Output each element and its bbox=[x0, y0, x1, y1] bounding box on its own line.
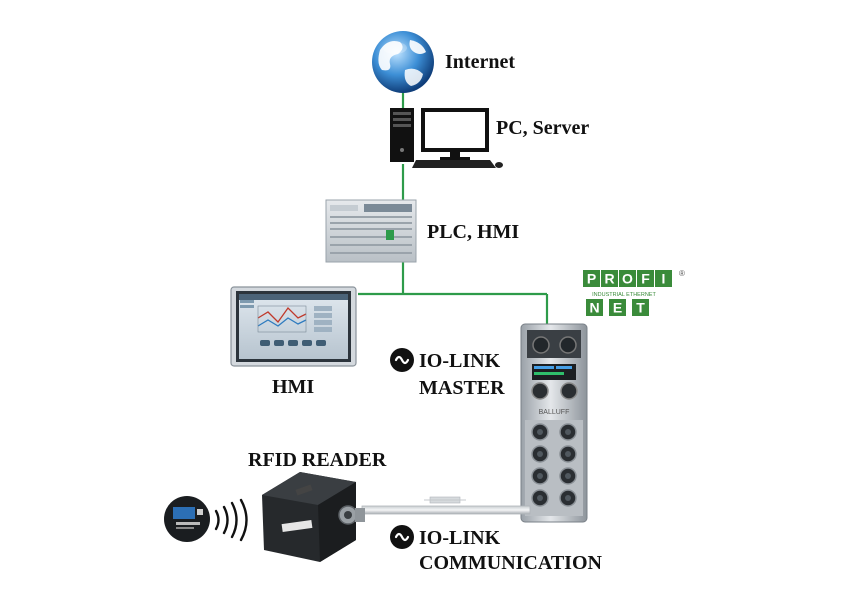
master-port-pin bbox=[537, 451, 543, 457]
profinet-registered-mark: ® bbox=[679, 269, 685, 278]
master-brand-text: BALLUFF bbox=[539, 409, 570, 416]
label-rfid-reader: RFID READER bbox=[248, 449, 387, 471]
profinet-letter: E bbox=[613, 300, 622, 316]
pc-server-icon bbox=[390, 108, 503, 168]
master-port-pin bbox=[537, 473, 543, 479]
master-port-pin bbox=[565, 429, 571, 435]
profinet-letter: R bbox=[604, 271, 614, 287]
plc-device-icon bbox=[325, 199, 417, 263]
profinet-letter: T bbox=[636, 300, 645, 316]
profinet-letter: I bbox=[662, 271, 666, 287]
master-port-pin bbox=[537, 429, 543, 435]
master-port-pin bbox=[565, 473, 571, 479]
profinet-letter-box bbox=[632, 299, 649, 316]
profinet-letter-box bbox=[583, 270, 600, 287]
label-internet: Internet bbox=[445, 51, 515, 73]
profinet-letter: N bbox=[589, 300, 599, 316]
master-port-pin bbox=[537, 495, 543, 501]
profinet-letter: F bbox=[641, 271, 650, 287]
label-pc-server: PC, Server bbox=[496, 117, 590, 139]
network-lines bbox=[358, 92, 549, 332]
profinet-letter-box bbox=[601, 270, 618, 287]
iolink-cable bbox=[361, 496, 531, 515]
profinet-letter: O bbox=[622, 271, 633, 287]
rfid-tag-icon bbox=[164, 496, 210, 542]
label-iolink-communication-line2: COMMUNICATION bbox=[419, 552, 602, 574]
master-port-pin bbox=[565, 495, 571, 501]
label-hmi: HMI bbox=[272, 376, 315, 398]
master-port-grid bbox=[531, 423, 577, 507]
profinet-letter-box bbox=[609, 299, 626, 316]
hmi-panel-icon bbox=[230, 286, 357, 367]
iolink-master-device: BALLUFF bbox=[520, 323, 588, 523]
profinet-letter: P bbox=[587, 271, 596, 287]
profinet-letter-box bbox=[619, 270, 636, 287]
profinet-letter-box bbox=[586, 299, 603, 316]
profinet-letter-box bbox=[655, 270, 672, 287]
iolink-communication-logo-icon bbox=[390, 525, 414, 549]
iolink-master-logo-icon bbox=[390, 348, 414, 372]
rfid-reader-device bbox=[262, 472, 365, 562]
label-plc-hmi: PLC, HMI bbox=[427, 221, 520, 243]
profinet-letter-box bbox=[637, 270, 654, 287]
label-iolink-communication-line1: IO-LINK bbox=[419, 527, 501, 549]
profinet-subtitle: INDUSTRIAL ETHERNET bbox=[592, 292, 656, 298]
internet-globe-icon bbox=[372, 31, 434, 93]
rfid-signal-waves-icon bbox=[214, 498, 248, 542]
label-iolink-master-line2: MASTER bbox=[419, 377, 505, 399]
label-iolink-master-line1: IO-LINK bbox=[419, 350, 501, 372]
master-port-pin bbox=[565, 451, 571, 457]
